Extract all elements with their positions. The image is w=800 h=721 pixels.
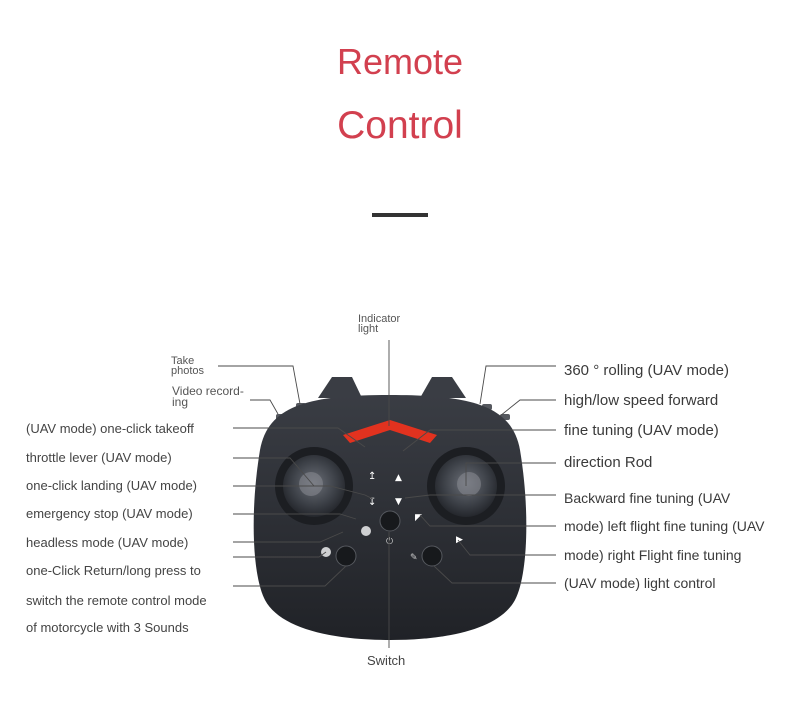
headless-icon xyxy=(361,526,371,536)
left-label-takeoff: (UAV mode) one-click takeoff xyxy=(26,421,194,436)
left-label-return-1: one-Click Return/long press to xyxy=(26,563,201,578)
title-line-2: Control xyxy=(337,104,463,147)
right-shoulder-bumper xyxy=(420,377,466,398)
title-divider xyxy=(372,213,428,217)
right-label-left-flight: mode) left flight fine tuning (UAV xyxy=(564,518,765,534)
take-photos-label-line-2: photos xyxy=(171,365,205,377)
right-label-speed: high/low speed forward xyxy=(564,392,719,409)
right-label-backward: Backward fine tuning (UAV xyxy=(564,490,731,506)
light-control-button xyxy=(421,545,443,567)
center-button xyxy=(379,510,401,532)
right-label-rolling: 360 ° rolling (UAV mode) xyxy=(564,362,729,379)
indicator-light xyxy=(343,420,437,443)
left-label-landing: one-click landing (UAV mode) xyxy=(26,478,197,493)
title-line-1: Remote xyxy=(336,41,464,82)
indicator-label-line-1: Indicator xyxy=(358,313,401,325)
right-label-light-control: (UAV mode) light control xyxy=(564,575,716,591)
leader-lines xyxy=(218,340,556,648)
switch-label: Switch xyxy=(367,653,406,668)
right-label-direction-rod: direction Rod xyxy=(564,454,653,471)
video-label-line-2: ing xyxy=(172,395,189,409)
left-label-throttle: throttle lever (UAV mode) xyxy=(26,450,172,465)
left-arrow-icon: ◤ xyxy=(415,513,422,523)
right-label-right-flight: mode) right Flight fine tuning xyxy=(564,547,742,563)
left-label-headless: headless mode (UAV mode) xyxy=(26,535,189,550)
power-icon: ⏻ xyxy=(386,536,393,547)
light-icon: ✎ xyxy=(410,553,418,563)
take-photos-label: Take photos xyxy=(171,355,205,377)
down-arrow-icon: ▼ xyxy=(395,497,402,507)
right-arrow-icon: ▶ xyxy=(456,535,463,545)
return-button xyxy=(335,545,357,567)
video-recording-label: Video record- ing xyxy=(172,384,244,409)
left-label-emergency-stop: emergency stop (UAV mode) xyxy=(26,506,193,521)
right-label-fine-tuning: fine tuning (UAV mode) xyxy=(564,422,719,439)
indicator-light-label: Indicator light xyxy=(358,313,401,335)
left-label-return-2: switch the remote control mode xyxy=(26,593,207,608)
up-arrow-icon: ▲ xyxy=(395,473,402,483)
video-label-line-1: Video record- xyxy=(172,384,244,398)
indicator-label-line-2: light xyxy=(358,323,379,335)
takeoff-icon: ↥ xyxy=(368,471,376,482)
take-photos-label-line-1: Take xyxy=(171,355,195,367)
left-shoulder-bumper xyxy=(318,377,362,398)
landing-icon: ↧ xyxy=(368,497,376,508)
left-label-return-3: of motorcycle with 3 Sounds xyxy=(26,620,189,635)
